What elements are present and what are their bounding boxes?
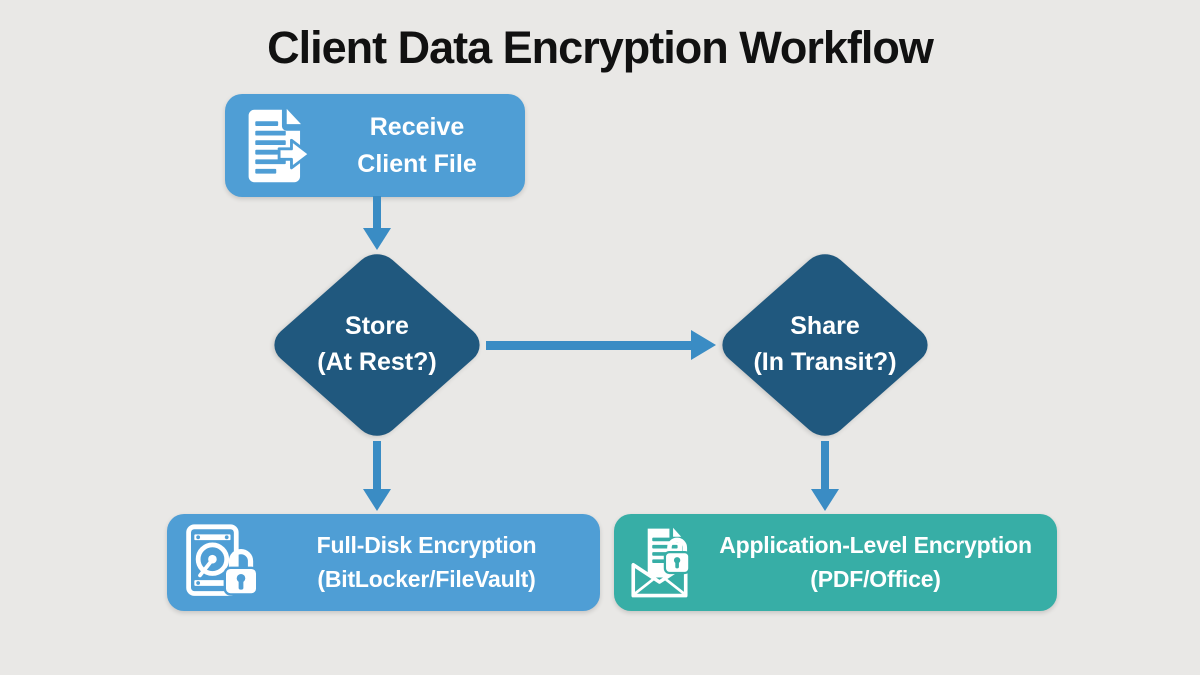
arrow-store-to-fde: [373, 441, 381, 490]
arrow-store-to-share: [486, 341, 692, 350]
node-label: Application-Level Encryption (PDF/Office…: [702, 529, 1049, 596]
node-receive-client-file: Receive Client File: [225, 94, 525, 197]
decision-label-line2: (At Rest?): [317, 348, 437, 376]
mail-lock-icon: [626, 523, 702, 603]
page-title: Client Data Encryption Workflow: [267, 22, 934, 73]
arrowhead-down-icon: [363, 228, 391, 250]
decision-label-line2: (In Transit?): [753, 348, 897, 376]
arrowhead-down-icon: [363, 489, 391, 511]
node-label: Receive Client File: [321, 109, 513, 182]
file-export-icon: [241, 105, 321, 187]
arrow-receive-to-store: [373, 196, 381, 229]
arrow-share-to-ale: [821, 441, 829, 490]
decision-label-line1: Store: [345, 311, 409, 340]
node-label-line1: Application-Level Encryption: [719, 532, 1032, 559]
decision-store-label: Store (At Rest?): [265, 245, 489, 443]
decision-share-label: Share (In Transit?): [713, 245, 937, 443]
disk-lock-icon: [181, 523, 261, 603]
node-label-line2: Client File: [357, 149, 477, 178]
node-label-line1: Receive: [369, 113, 465, 142]
node-application-level-encryption: Application-Level Encryption (PDF/Office…: [614, 514, 1057, 611]
arrowhead-right-icon: [691, 330, 716, 360]
node-label-line1: Full-Disk Encryption: [316, 532, 537, 559]
node-label-line2: (BitLocker/FileVault): [317, 565, 536, 592]
node-full-disk-encryption: Full-Disk Encryption (BitLocker/FileVaul…: [167, 514, 600, 611]
arrowhead-down-icon: [811, 489, 839, 511]
node-label: Full-Disk Encryption (BitLocker/FileVaul…: [261, 529, 592, 596]
node-label-line2: (PDF/Office): [810, 565, 941, 592]
decision-label-line1: Share: [790, 311, 860, 340]
